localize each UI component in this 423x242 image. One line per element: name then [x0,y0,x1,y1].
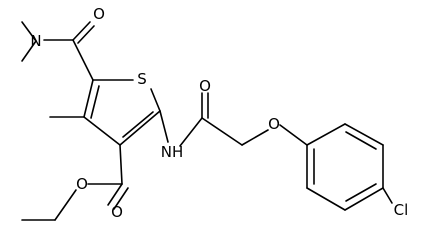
atom-label-nh: NH [161,143,184,161]
bond-o-ch2 [54,189,77,221]
bond-o-aryl [279,124,308,146]
bond-carbonyl-ch2 [201,117,243,146]
bond-ester-co-2 [113,187,129,210]
bond-ar-cl [382,187,393,204]
atom-label-ether-o: O [268,115,280,133]
bond-nh-carbonyl [179,117,203,147]
bond-ester-co-1 [107,183,123,206]
bond-c2-nh [159,110,169,143]
atom-label-chlorine: Cl [394,201,409,219]
bond-c3-c2-inner [122,111,154,138]
bond-ch2-o [241,129,269,146]
atom-label-acetyl-o: O [199,77,211,95]
bond-c5-c4-inner [90,85,100,119]
bond-ar-2 [344,123,384,146]
bond-amide-co-1 [72,21,91,41]
bond-carbonyl-ring [72,39,94,81]
bond-ar-inner-2 [345,183,377,202]
bond-amide-co-2 [77,25,95,44]
bond-ar-4 [344,187,384,211]
bond-c5-c4 [83,79,94,118]
atom-label-amide-n: N [30,32,41,50]
atom-label-ring-s: S [137,70,147,88]
bond-n-methyl-up [21,21,37,42]
atom-label-ester-carbonyl-o: O [111,203,123,221]
atom-label-ester-o: O [76,175,88,193]
bond-n-methyl-down [21,40,37,62]
bond-ar-5 [306,187,346,211]
bond-ar-inner-1 [345,131,377,150]
bond-s-c2 [150,88,161,112]
bond-c3-c2 [119,110,161,146]
bond-c3-ester-c [119,144,123,185]
bond-ar-1 [306,123,346,146]
bond-c4-c3 [83,116,121,146]
atom-label-amide-o: O [93,5,105,23]
